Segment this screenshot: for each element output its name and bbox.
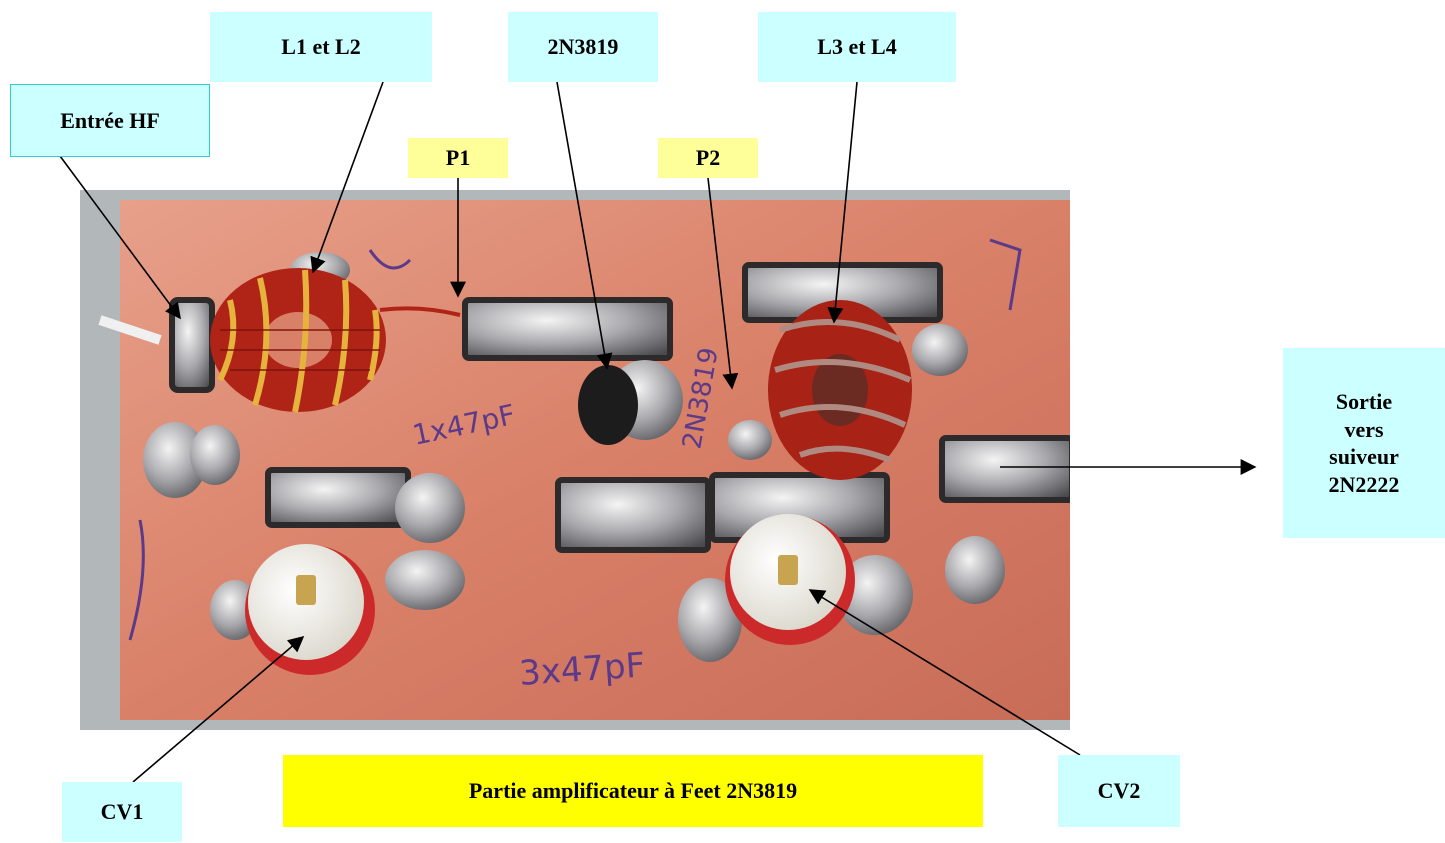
sortie-line-2: vers <box>1344 416 1384 442</box>
label-sortie: Sortie vers suiveur 2N2222 <box>1283 348 1445 538</box>
sortie-line-1: Sortie <box>1335 389 1393 414</box>
transistor-body <box>578 365 638 445</box>
arrow-l3l4 <box>827 81 858 324</box>
label-cv2: CV2 <box>1058 755 1180 827</box>
label-l1-l2: L1 et L2 <box>210 12 432 82</box>
arrow-2n3819 <box>556 81 613 370</box>
arrow-p2 <box>707 177 739 390</box>
label-2n3819: 2N3819 <box>508 12 658 82</box>
label-p1: P1 <box>408 138 508 178</box>
label-p2: P2 <box>658 138 758 178</box>
arrow-cv2 <box>808 589 1081 756</box>
sortie-line-4: 2N2222 <box>1328 471 1400 497</box>
trimmer-cv1 <box>245 544 375 675</box>
arrow-cv1 <box>132 635 305 783</box>
label-l3-l4: L3 et L4 <box>758 12 956 82</box>
caption: Partie amplificateur à Feet 2N3819 <box>283 755 983 827</box>
label-entree-hf: Entrée HF <box>10 84 210 157</box>
label-cv1: CV1 <box>62 782 182 842</box>
toroid-l1-l2 <box>210 268 386 413</box>
arrow-l1l2 <box>310 81 384 274</box>
marking-3x47pf: 3x47pF <box>518 645 647 694</box>
arrow-entree <box>59 155 181 320</box>
toroid-l3-l4 <box>768 300 912 480</box>
sortie-line-3: suiveur <box>1329 444 1399 469</box>
pcb-photo: 1x47pF 3x47pF 2N3819 <box>80 190 1070 730</box>
